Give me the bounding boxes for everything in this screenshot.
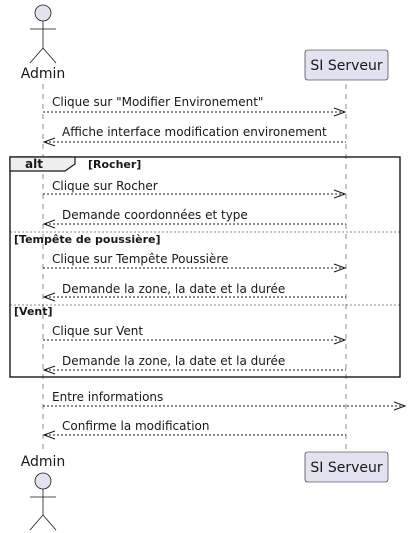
open-arrowhead-icon: [42, 430, 56, 440]
message-6-label: Demande la zone, la date et la durée: [62, 282, 285, 296]
message-7-label: Clique sur Vent: [52, 324, 143, 338]
message-9: Entre informations: [43, 390, 407, 411]
message-7: Clique sur Vent: [43, 324, 347, 345]
server-participant-top: SI Serveur: [304, 49, 389, 81]
open-arrowhead-icon: [333, 189, 347, 199]
open-arrowhead-icon: [333, 107, 347, 117]
server-box-bottom: [304, 451, 389, 483]
alt-guard-tempete: [Tempête de poussière]: [14, 233, 161, 246]
open-arrowhead-icon: [333, 335, 347, 345]
message-3: Clique sur Rocher: [43, 179, 347, 199]
message-5: Clique sur Tempête Poussière: [43, 252, 347, 273]
alt-guard-rocher: [Rocher]: [88, 158, 141, 171]
message-2: Affiche interface modification environem…: [42, 125, 346, 147]
alt-tab: [9, 156, 76, 172]
message-1: Clique sur "Modifier Environement": [43, 95, 347, 117]
message-2-label: Affiche interface modification environem…: [62, 125, 327, 139]
stick-figure-icon: [29, 472, 57, 531]
admin-label-top: Admin: [21, 66, 66, 82]
message-10-label: Confirme la modification: [62, 419, 209, 433]
alt-keyword: alt: [25, 157, 43, 171]
stick-figure-icon: [29, 4, 57, 64]
server-label-top: SI Serveur: [310, 58, 382, 74]
message-10: Confirme la modification: [42, 419, 346, 440]
message-4-label: Demande coordonnées et type: [62, 208, 248, 222]
admin-actor-top: Admin: [21, 4, 66, 82]
open-arrowhead-icon: [42, 365, 56, 375]
message-4: Demande coordonnées et type: [42, 208, 346, 229]
open-arrowhead-icon: [333, 263, 347, 273]
message-1-label: Clique sur "Modifier Environement": [52, 95, 263, 109]
open-arrowhead-icon: [42, 219, 56, 229]
admin-actor-bottom: Admin: [21, 454, 66, 531]
open-arrowhead-icon: [42, 292, 56, 302]
open-arrowhead-icon: [393, 401, 407, 411]
server-label-bottom: SI Serveur: [310, 460, 382, 476]
message-9-label: Entre informations: [52, 390, 163, 404]
admin-label-bottom: Admin: [21, 454, 66, 470]
server-participant-bottom: SI Serveur: [304, 451, 389, 483]
alt-frame: [9, 156, 401, 378]
open-arrowhead-icon: [42, 137, 56, 147]
message-8-label: Demande la zone, la date et la durée: [62, 354, 285, 368]
alt-guard-vent: [Vent]: [14, 305, 53, 318]
message-8: Demande la zone, la date et la durée: [42, 354, 346, 375]
message-6: Demande la zone, la date et la durée: [42, 282, 346, 302]
server-box-top: [304, 49, 389, 81]
message-5-label: Clique sur Tempête Poussière: [52, 252, 228, 266]
message-3-label: Clique sur Rocher: [52, 179, 158, 193]
alt-fragment: alt [Rocher] [Tempête de poussière] [Ven…: [9, 156, 401, 378]
